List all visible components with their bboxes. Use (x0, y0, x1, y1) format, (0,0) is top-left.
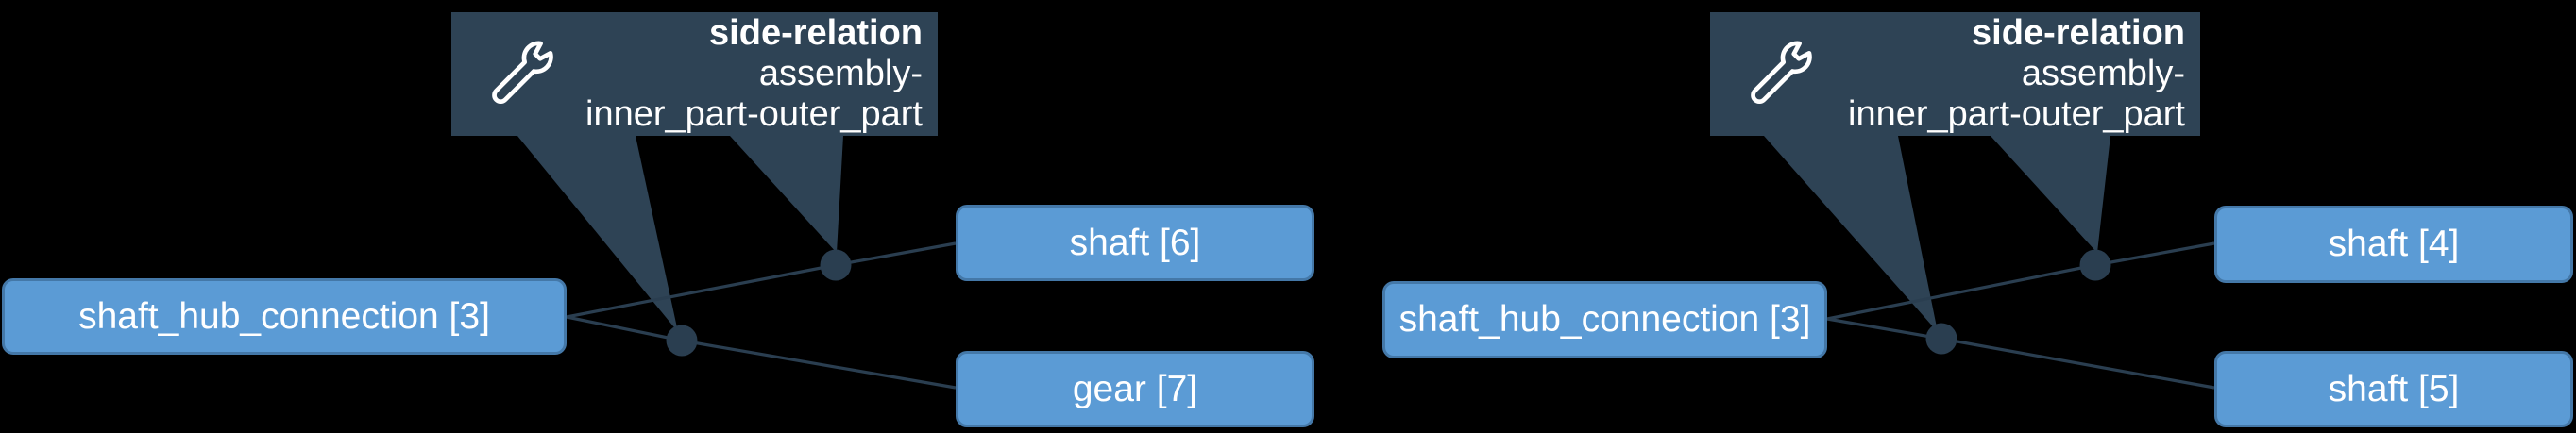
relation-node[interactable] (1925, 323, 1957, 355)
edge-line (566, 315, 683, 342)
tooltip-title: side-relation (1972, 13, 2185, 53)
edge-line (1826, 317, 1942, 341)
tooltip-line2: assembly- (758, 54, 923, 93)
node-shaft-hub-connection[interactable]: shaft_hub_connection [3] (1382, 281, 1827, 358)
relation-tooltip: side-relation assembly- inner_part-outer… (1710, 12, 2200, 136)
wrench-icon (1751, 41, 1812, 104)
tooltip-title: side-relation (709, 13, 923, 53)
tooltip-pointer (1764, 136, 1938, 332)
relation-node[interactable] (2079, 249, 2111, 281)
node-shaft-6[interactable]: shaft [6] (956, 205, 1314, 281)
edge-line (1826, 263, 2096, 321)
edge-group-left (566, 241, 957, 390)
node-shaft-4[interactable]: shaft [4] (2214, 206, 2573, 283)
tooltip-pointer (517, 136, 678, 332)
node-gear-7[interactable]: gear [7] (956, 351, 1314, 427)
tooltip-line3: inner_part-outer_part (1848, 94, 2185, 134)
tooltip-line2: assembly- (2021, 54, 2185, 93)
node-shaft-hub-connection[interactable]: shaft_hub_connection [3] (2, 278, 567, 355)
edge-group-right (1826, 241, 2215, 390)
node-shaft-5[interactable]: shaft [5] (2214, 351, 2573, 427)
edge-line (835, 241, 957, 267)
relation-node[interactable] (666, 325, 698, 357)
tooltip-pointer (1991, 136, 2110, 253)
edge-line (681, 339, 957, 390)
edge-line (566, 263, 837, 319)
relation-tooltip: side-relation assembly- inner_part-outer… (451, 12, 938, 136)
edge-line (2094, 241, 2215, 267)
edge-line (1940, 337, 2215, 390)
relation-node[interactable] (820, 249, 852, 281)
tooltip-pointer (730, 136, 843, 253)
tooltip-line3: inner_part-outer_part (585, 94, 923, 134)
wrench-icon (492, 41, 553, 104)
